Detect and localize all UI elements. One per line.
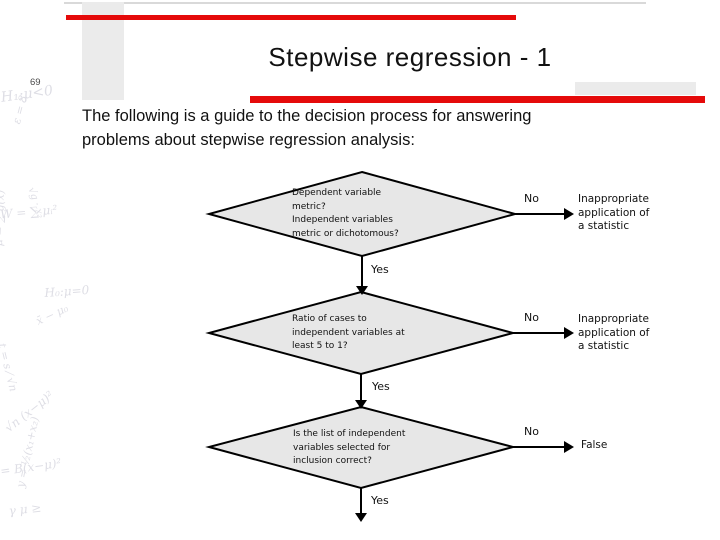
watermark-formula: y = ½(x₁+x₂) bbox=[14, 415, 42, 489]
watermark-formula: t = s ⁄ √n bbox=[0, 342, 20, 393]
yes-label-1: Yes bbox=[371, 263, 389, 276]
watermark-formula: √g · x₂ bbox=[25, 186, 46, 220]
no-arrowhead-2 bbox=[564, 327, 574, 339]
top-divider-line bbox=[64, 2, 646, 4]
slide-number: 69 bbox=[30, 77, 41, 88]
decision-question-3: Is the list of independent variables sel… bbox=[293, 429, 406, 466]
no-label-2: No bbox=[524, 311, 539, 324]
flowchart-canvas bbox=[205, 170, 574, 522]
no-arrowhead-3 bbox=[564, 441, 574, 453]
slide-title: Stepwise regression - 1 bbox=[268, 42, 552, 72]
outcome-text-2: Inappropriate application of a statistic bbox=[578, 313, 650, 352]
watermark-formula: x̄ − μ₀ bbox=[34, 301, 71, 328]
watermark-formula: γ μ ≥ bbox=[8, 500, 42, 518]
watermark-formula: √n (x−μ)² bbox=[2, 388, 57, 436]
decision-question-2: Ratio of cases to independent variables … bbox=[292, 314, 405, 351]
no-label-1: No bbox=[524, 192, 539, 205]
title-accent-rule-bottom bbox=[250, 96, 705, 103]
watermark-formula: μ = ∑ g(x) bbox=[0, 189, 7, 247]
yes-arrowhead-1 bbox=[356, 286, 368, 295]
no-arrowhead-1 bbox=[564, 208, 574, 220]
watermark-formula: ε = 8 bbox=[10, 93, 31, 126]
watermark-formula: H₀:μ=0 bbox=[44, 282, 90, 300]
intro-text: The following is a guide to the decision… bbox=[82, 107, 532, 149]
outcome-text-1: Inappropriate application of a statistic bbox=[578, 193, 650, 232]
yes-label-3: Yes bbox=[371, 494, 389, 507]
decision-question-1: Dependent variable metric? Independent v… bbox=[292, 188, 399, 239]
no-label-3: No bbox=[524, 425, 539, 438]
deco-gray-rect bbox=[575, 82, 696, 95]
watermark-formula: g = B(x−μ)² bbox=[0, 455, 63, 480]
outcome-text-3: False bbox=[581, 439, 608, 451]
yes-arrowhead-2 bbox=[355, 400, 367, 409]
title-accent-rule-top bbox=[66, 15, 516, 20]
watermark-formula: ∥W = ∑ μᵢ² bbox=[0, 202, 58, 222]
yes-label-2: Yes bbox=[372, 380, 390, 393]
watermark-formula: H₁:μ<0 bbox=[0, 82, 54, 106]
yes-arrowhead-3 bbox=[355, 513, 367, 522]
